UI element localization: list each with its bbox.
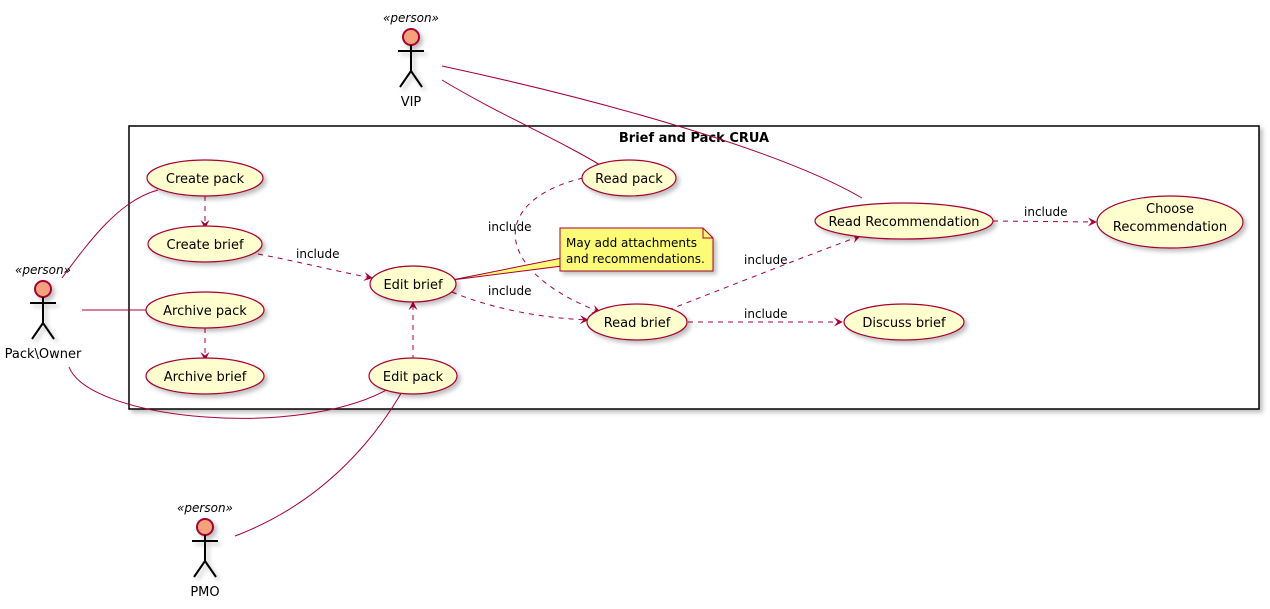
rel-readpack-readbrief [514, 177, 601, 314]
usecase-choose-recommendation-label-1: Choose [1146, 202, 1194, 217]
label-include-readpack-readbrief: include [488, 220, 531, 234]
actor-pmo-stereotype: «person» [177, 501, 233, 515]
label-include-createbrief-editbrief: include [296, 247, 339, 261]
assoc-vip-read-pack [441, 79, 606, 169]
actor-pmo[interactable]: «person» PMO [177, 501, 233, 600]
actor-pack-owner-name: Pack\Owner [5, 347, 82, 362]
usecase-archive-brief[interactable]: Archive brief [145, 357, 265, 395]
label-include-readbrief-discuss: include [744, 307, 787, 321]
actor-vip-figure-icon [398, 28, 424, 88]
actor-pmo-figure-icon [192, 518, 218, 578]
usecase-edit-brief-label: Edit brief [383, 278, 443, 293]
usecase-create-pack[interactable]: Create pack [146, 159, 264, 197]
note-fold [702, 228, 713, 239]
usecase-choose-recommendation-label-2: Recommendation [1113, 220, 1227, 235]
actor-vip-stereotype: «person» [383, 11, 439, 25]
usecase-create-brief[interactable]: Create brief [147, 225, 263, 263]
note-body [559, 227, 714, 272]
actor-pack-owner-figure-icon [30, 280, 56, 340]
label-include-readbrief-readrec: include [744, 253, 787, 267]
label-include-editbrief-readbrief: include [488, 284, 531, 298]
note: May add attachments and recommendations. [451, 227, 714, 281]
usecase-edit-pack[interactable]: Edit pack [368, 357, 458, 395]
usecase-read-recommendation-label: Read Recommendation [828, 215, 979, 230]
label-include-readrec-choose: include [1024, 205, 1067, 219]
include-relations [200, 177, 1097, 361]
usecase-edit-brief[interactable]: Edit brief [369, 265, 457, 303]
relation-labels: include include include include include … [296, 205, 1067, 321]
usecase-read-recommendation[interactable]: Read Recommendation [814, 202, 994, 240]
actor-pmo-name: PMO [190, 585, 219, 600]
usecase-read-pack[interactable]: Read pack [581, 159, 677, 197]
usecase-edit-pack-label: Edit pack [383, 370, 444, 385]
note-line-1: May add attachments [566, 236, 697, 250]
assoc-owner-create-pack [61, 189, 159, 279]
assoc-owner-edit-pack [68, 366, 391, 419]
usecase-discuss-brief-label: Discuss brief [862, 316, 946, 331]
rel-createbrief-editbrief [257, 253, 373, 281]
assoc-vip-read-recommendation [441, 65, 863, 199]
actor-vip-name: VIP [401, 95, 422, 110]
system-title: Brief and Pack CRUA [619, 131, 769, 146]
usecase-create-brief-label: Create brief [166, 238, 244, 253]
note-line-2: and recommendations. [566, 252, 705, 266]
usecase-archive-brief-label: Archive brief [164, 370, 247, 385]
usecase-read-brief-label: Read brief [604, 316, 671, 331]
actor-pack-owner[interactable]: «person» Pack\Owner [5, 263, 82, 362]
usecase-read-pack-label: Read pack [595, 172, 663, 187]
usecase-archive-pack-label: Archive pack [163, 304, 247, 319]
rel-readbrief-readrec [667, 234, 861, 311]
usecase-discuss-brief[interactable]: Discuss brief [843, 303, 965, 341]
actor-vip[interactable]: «person» VIP [383, 11, 439, 110]
usecases: Create pack Create brief Archive pack Ar… [145, 159, 1244, 395]
usecase-create-pack-label: Create pack [166, 172, 245, 187]
usecase-archive-pack[interactable]: Archive pack [145, 291, 265, 329]
rel-readrec-choose [992, 217, 1097, 227]
actor-pack-owner-stereotype: «person» [15, 263, 71, 277]
rel-editbrief-readbrief [451, 291, 589, 325]
usecase-read-brief[interactable]: Read brief [586, 303, 688, 341]
assoc-pmo-edit-pack [234, 389, 404, 537]
usecase-choose-recommendation[interactable]: Choose Recommendation [1096, 195, 1244, 249]
associations [61, 65, 863, 537]
